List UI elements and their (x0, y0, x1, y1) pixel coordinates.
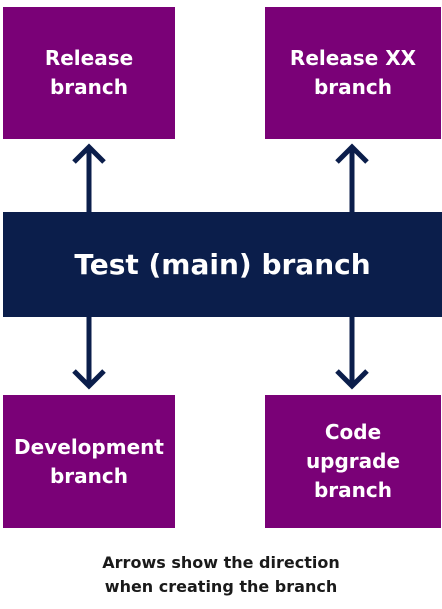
caption-line-1: Arrows show the direction (102, 553, 340, 572)
release-branch-line-1: Release (44, 46, 134, 70)
release-xx-branch-box: Release XX branch (265, 7, 441, 139)
development-branch-line-2: branch (49, 463, 128, 488)
release-branch-box: Release branch (3, 7, 175, 139)
code-upgrade-branch-box: Code upgrade branch (265, 395, 441, 528)
release-branch-label: Release branch (45, 44, 133, 102)
caption-line-2: when creating the branch (104, 577, 338, 596)
code-upgrade-branch-line-3: branch (313, 478, 392, 502)
code-upgrade-branch-label: Code upgrade branch (306, 418, 400, 505)
development-branch-line-1: Development (14, 434, 164, 459)
release-branch-line-2: branch (49, 75, 128, 99)
code-upgrade-branch-line-2: upgrade (305, 449, 401, 473)
release-xx-branch-line-1: Release XX (289, 46, 417, 70)
release-xx-branch-line-2: branch (313, 75, 392, 99)
arrow-down-to-code-upgrade-branch (335, 316, 369, 390)
code-upgrade-branch-line-1: Code (324, 420, 382, 444)
test-main-branch-box: Test (main) branch (3, 212, 442, 317)
development-branch-box: Development branch (3, 395, 175, 528)
diagram-caption: Arrows show the direction when creating … (0, 551, 442, 599)
arrow-up-to-release-branch (72, 143, 106, 213)
arrow-down-to-development-branch (72, 316, 106, 390)
release-xx-branch-label: Release XX branch (290, 44, 416, 102)
test-main-branch-label: Test (main) branch (74, 247, 371, 281)
arrow-up-to-release-xx-branch (335, 143, 369, 213)
development-branch-label: Development branch (14, 433, 164, 491)
